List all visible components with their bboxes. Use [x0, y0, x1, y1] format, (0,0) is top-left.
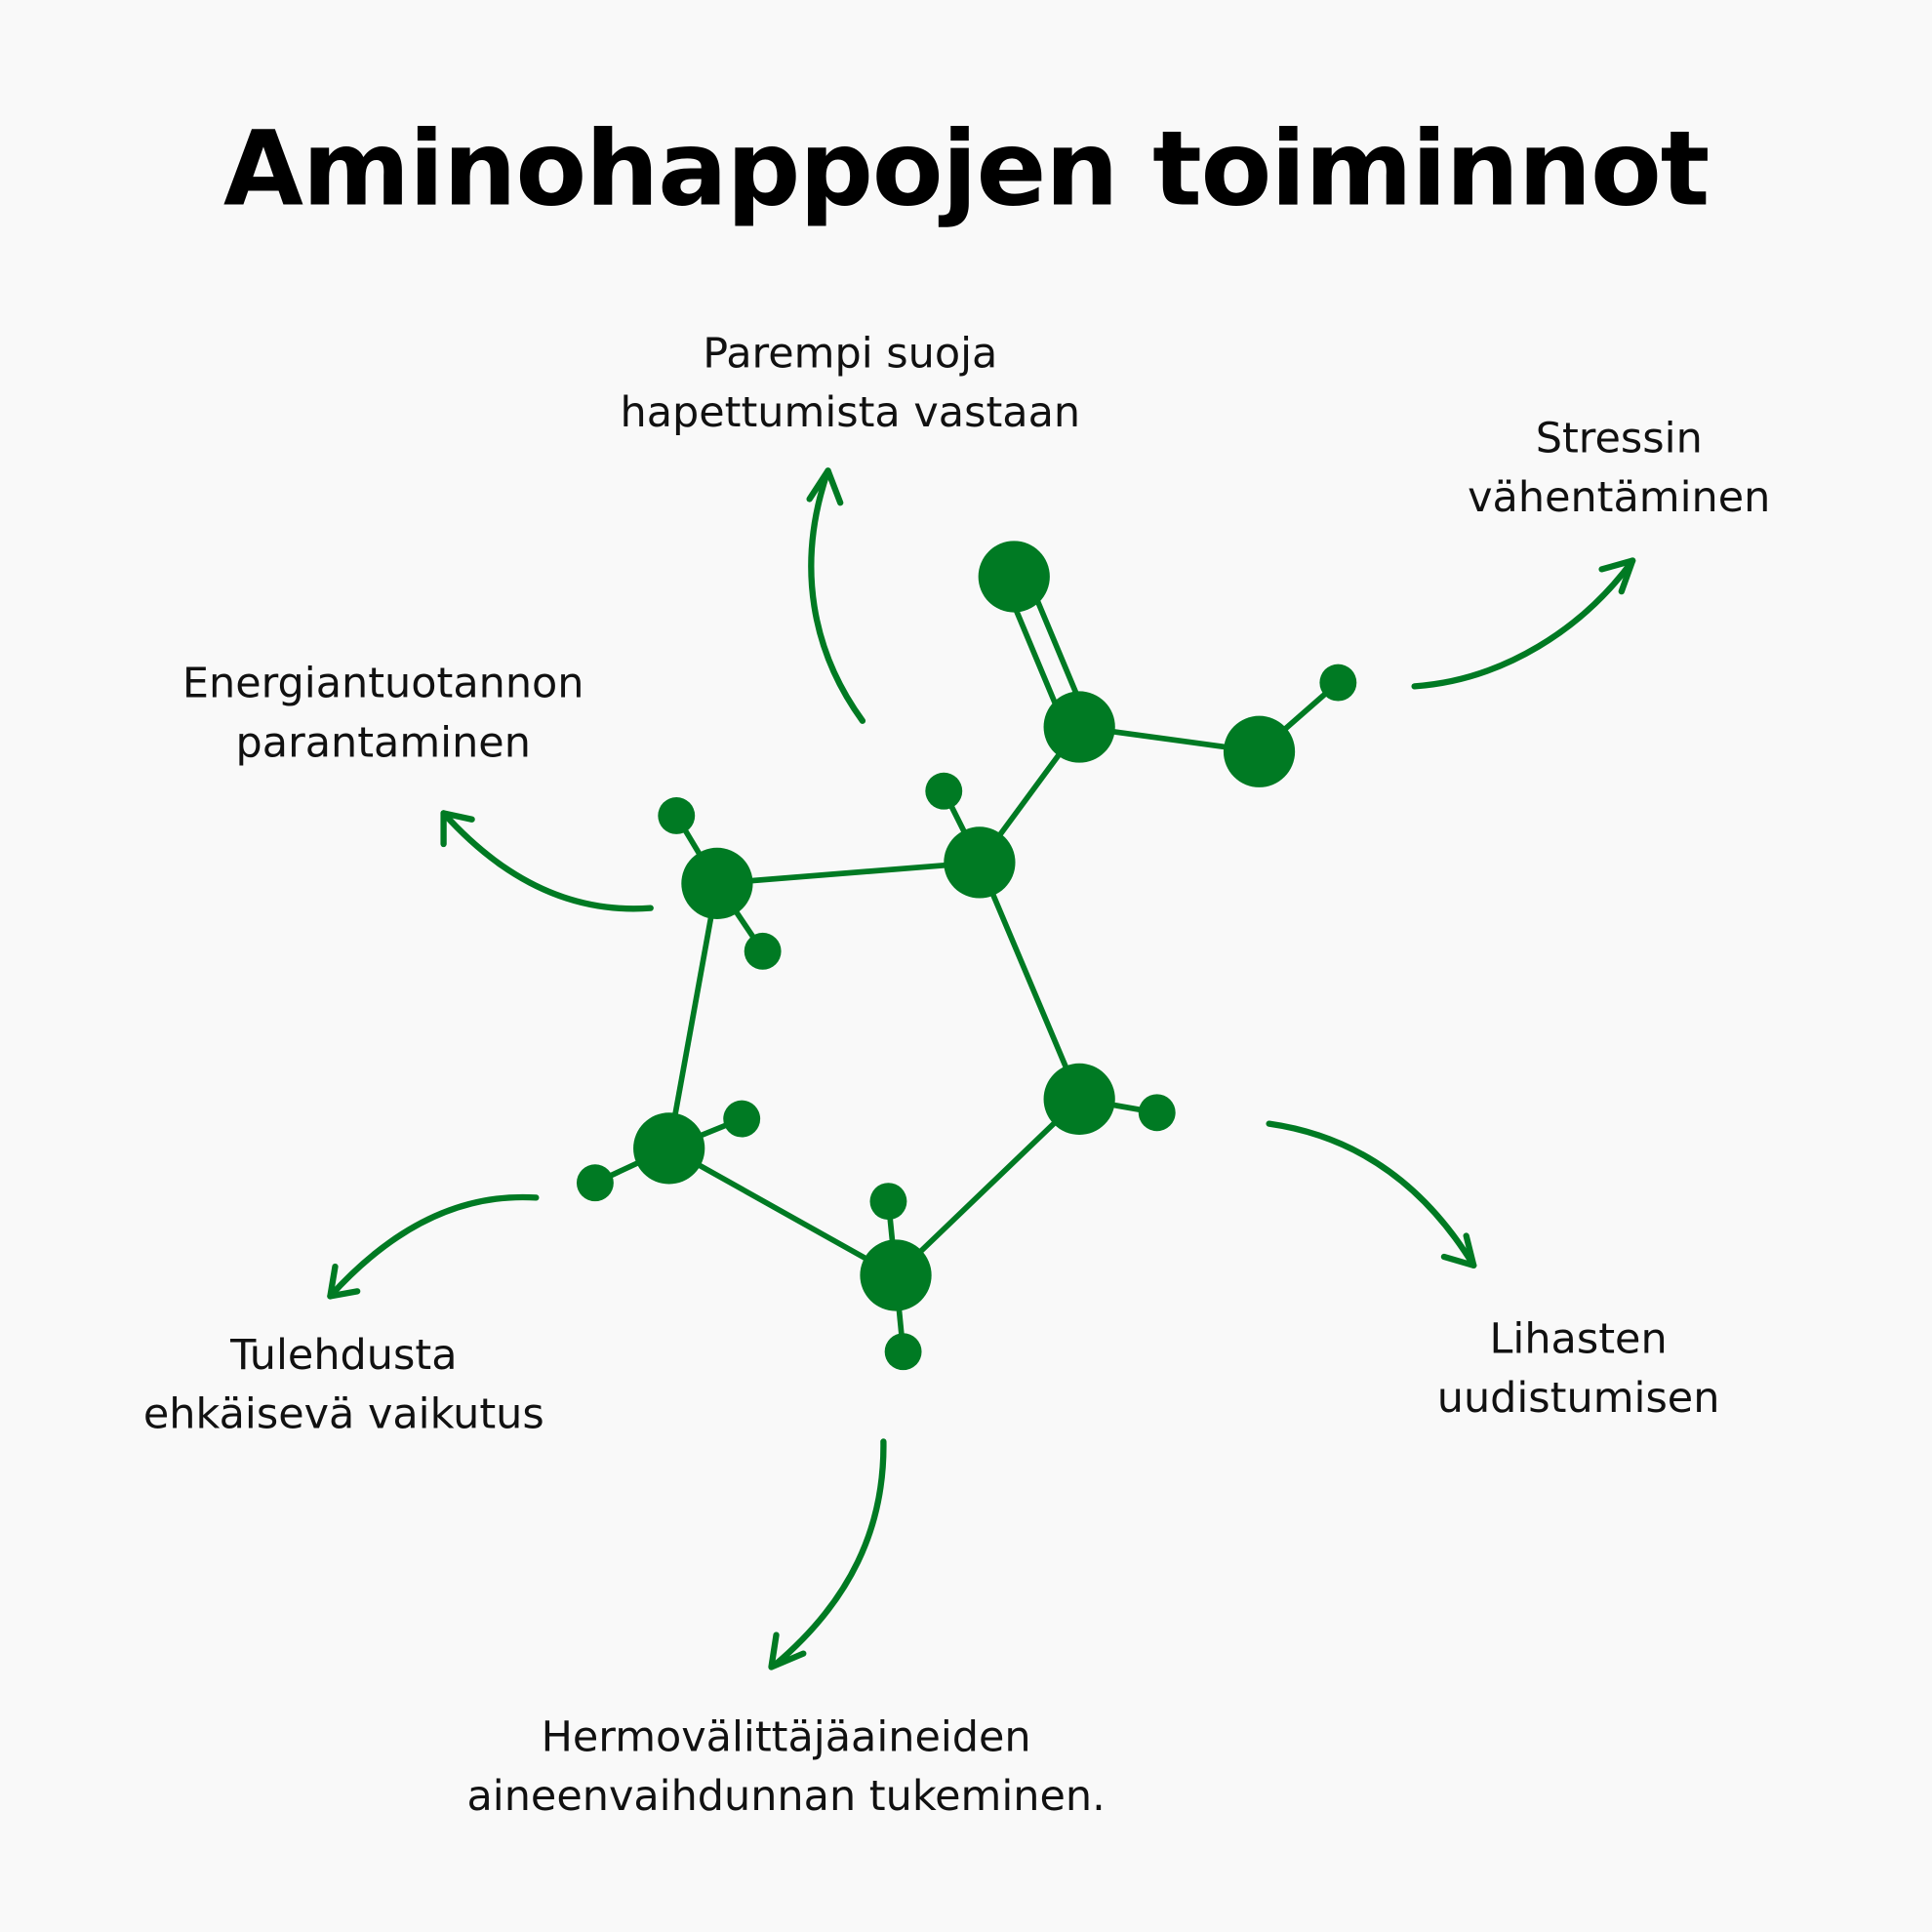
label-line: hapettumista vastaan	[620, 388, 1080, 437]
arrow-muscle-icon	[1266, 1120, 1477, 1269]
label-line: Lihasten	[1490, 1315, 1668, 1364]
arrows	[327, 467, 1636, 1670]
arrow-stress-icon	[1411, 557, 1636, 690]
bonds	[593, 573, 1341, 1352]
arrow-neuro-icon	[768, 1438, 887, 1670]
label-neuro: Hermovälittäjäaineiden aineenvaihdunnan …	[467, 1712, 1106, 1821]
label-oxidation: Parempi suoja hapettumista vastaan	[620, 329, 1080, 437]
label-stress: Stressin vähentäminen	[1468, 414, 1770, 522]
label-line: Parempi suoja	[703, 329, 997, 378]
label-line: vähentäminen	[1468, 473, 1770, 522]
label-line: Stressin	[1536, 414, 1703, 463]
label-inflammation: Tulehdusta ehkäisevä vaikutus	[143, 1331, 544, 1439]
page-title: Aminohappojen toiminnot	[223, 110, 1709, 230]
arrow-inflammation-icon	[327, 1193, 540, 1300]
label-line: Tulehdusta	[229, 1331, 457, 1380]
label-line: Energiantuotannon	[182, 660, 584, 708]
label-line: parantaminen	[236, 718, 531, 767]
label-line: uudistumisen	[1437, 1374, 1720, 1423]
arrow-oxidation-icon	[806, 467, 866, 724]
arrow-energy-icon	[440, 810, 654, 912]
label-line: aineenvaihdunnan tukeminen.	[467, 1772, 1106, 1821]
label-energy: Energiantuotannon parantaminen	[182, 660, 584, 768]
label-line: Hermovälittäjäaineiden	[542, 1712, 1031, 1761]
label-muscle: Lihasten uudistumisen	[1437, 1315, 1720, 1424]
molecule-icon	[576, 541, 1357, 1371]
atoms	[576, 541, 1357, 1371]
label-line: ehkäisevä vaikutus	[143, 1390, 544, 1439]
